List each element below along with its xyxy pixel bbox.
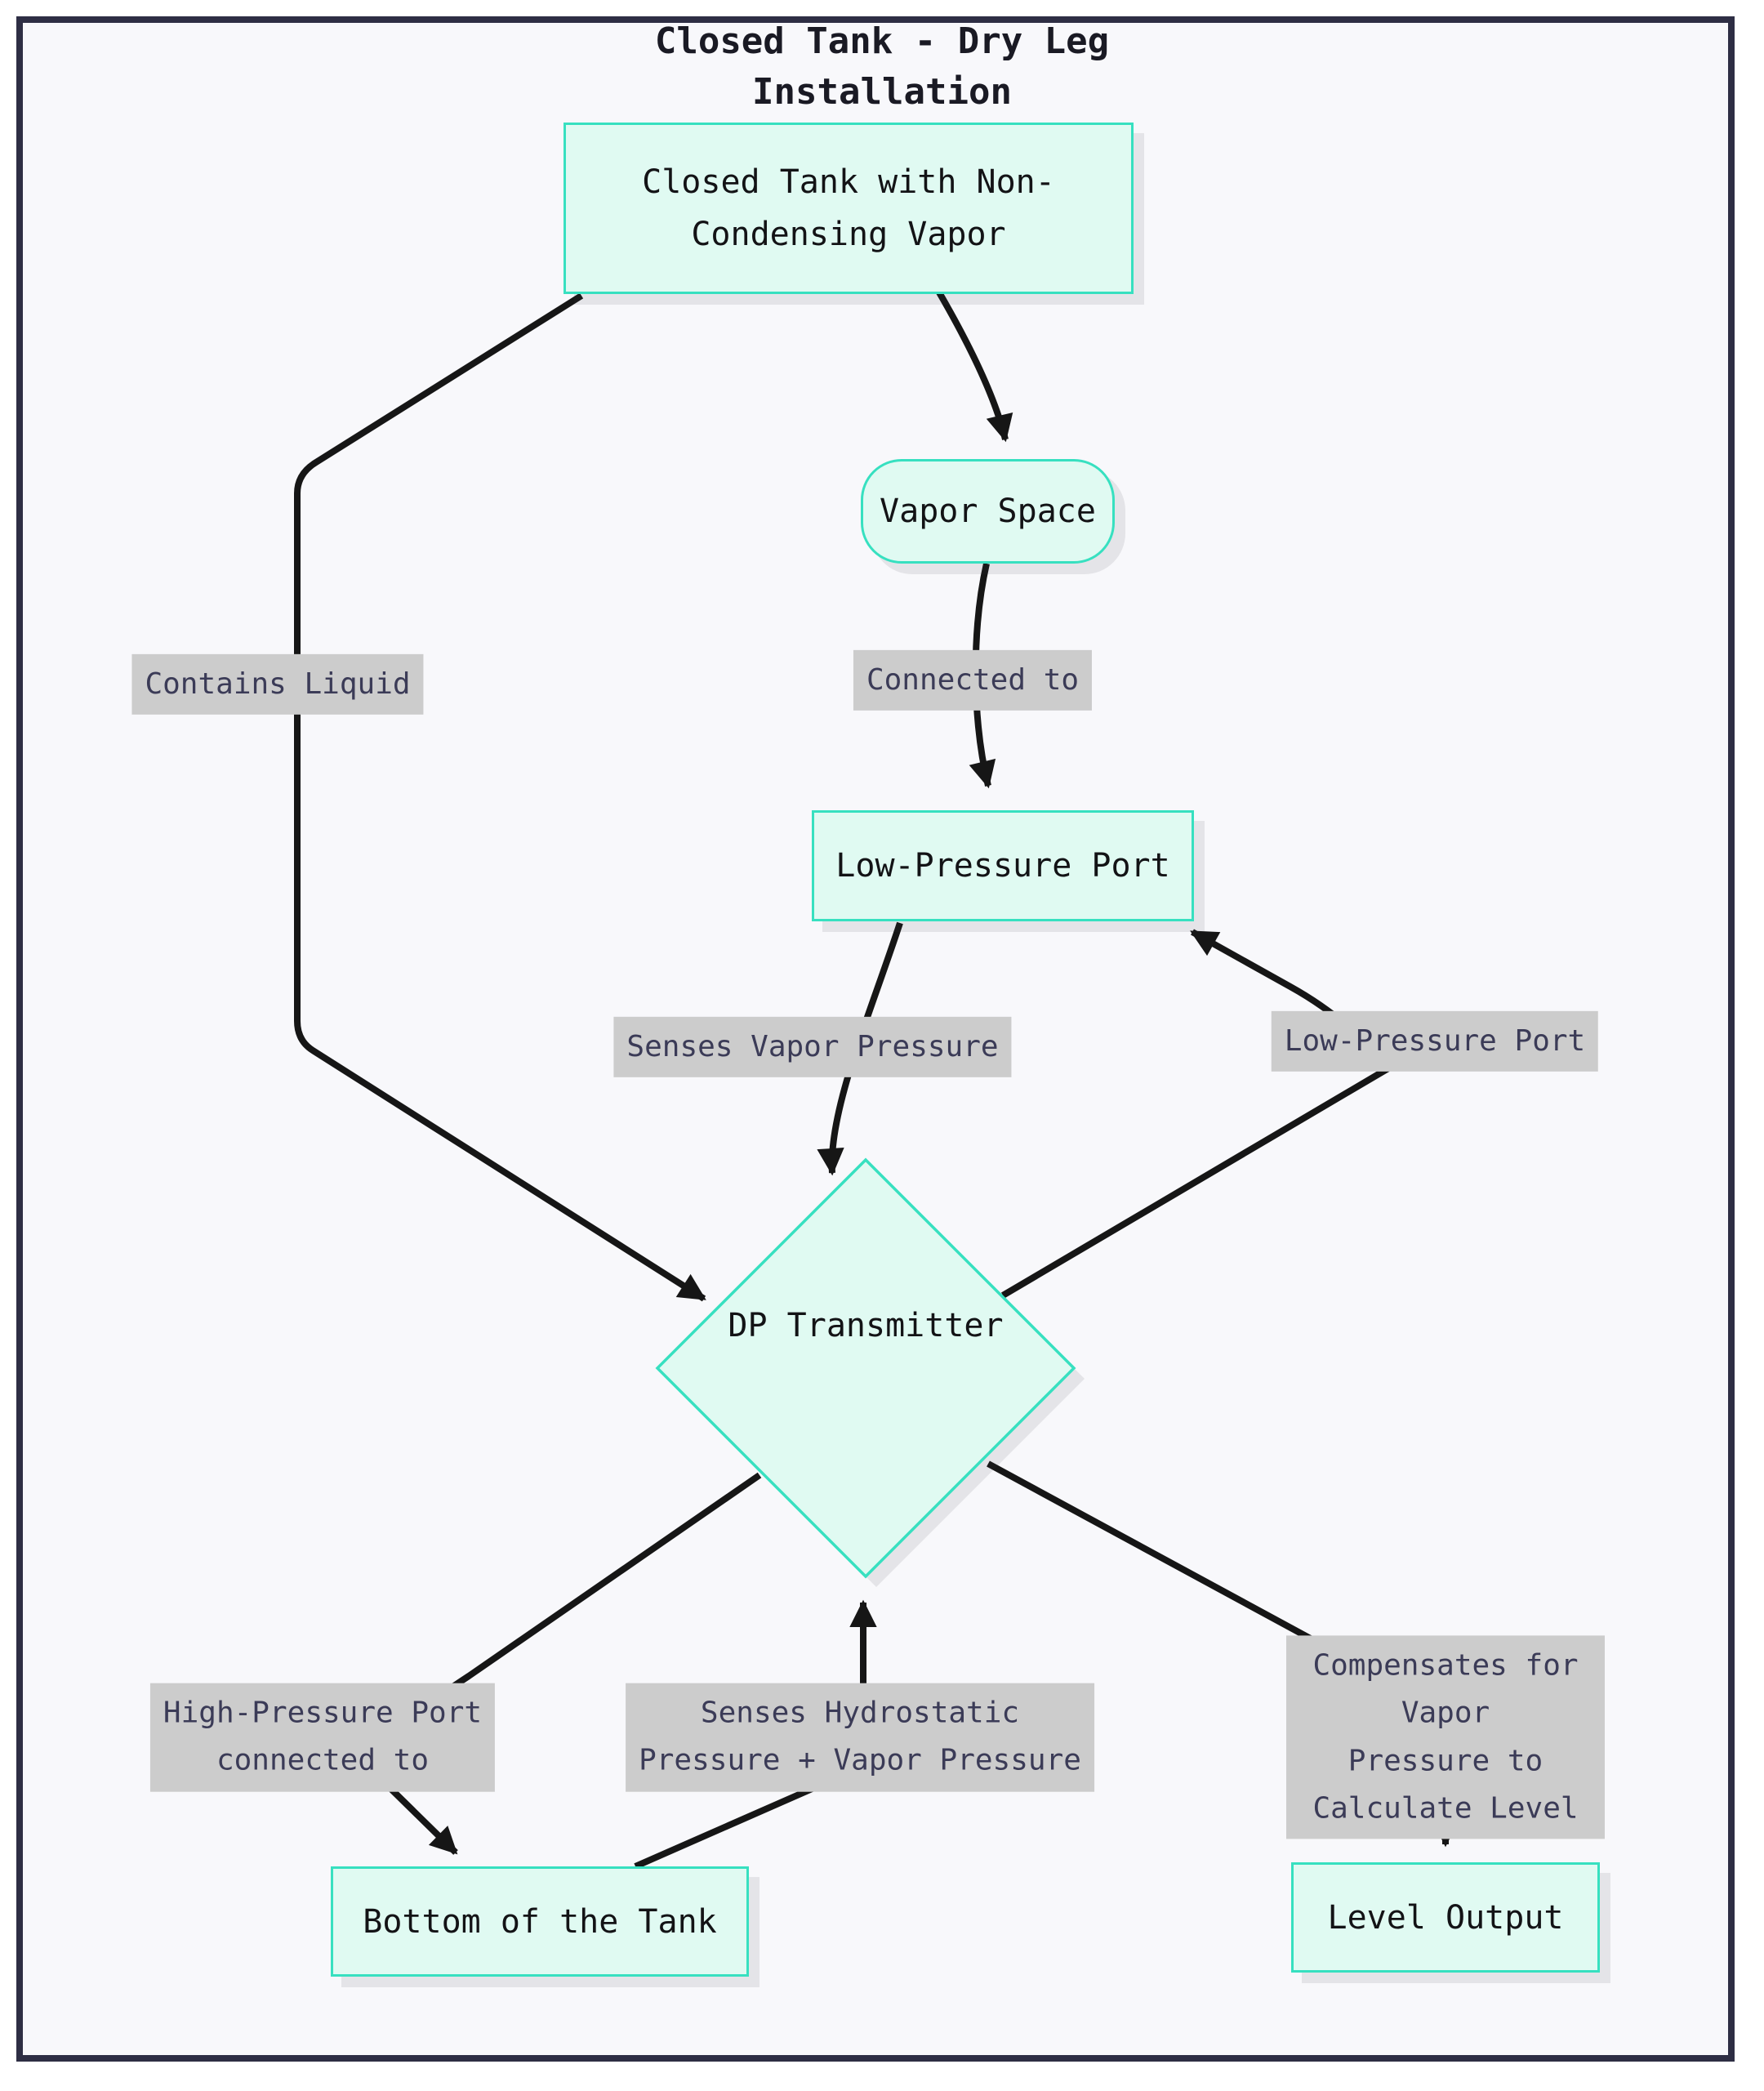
node-vapor-space: Vapor Space — [861, 459, 1115, 564]
edge-tank-to-vapor-space — [936, 290, 1013, 443]
edge-label-compensates: Compensates for Vapor Pressure to Calcul… — [1286, 1635, 1605, 1839]
edge-label-connected-to: Connected to — [853, 649, 1093, 711]
edge-label-high-pressure-port: High-Pressure Port connected to — [149, 1683, 496, 1792]
diagram-title: Closed Tank - Dry Leg Installation — [654, 20, 1110, 113]
node-level-output: Level Output — [1291, 1862, 1600, 1973]
edge-label-senses-hydrostatic: Senses Hydrostatic Pressure + Vapor Pres… — [626, 1683, 1094, 1792]
edge-label-senses-vapor-pressure: Senses Vapor Pressure — [613, 1016, 1012, 1078]
edge-dp-to-bottom-tank-high-pressure — [364, 1472, 762, 1855]
edge-dp-to-low-pressure-port-label — [1000, 929, 1392, 1299]
node-bottom-of-tank: Bottom of the Tank — [331, 1866, 749, 1977]
edge-label-low-pressure-port: Low-Pressure Port — [1271, 1010, 1599, 1072]
node-dp-transmitter-label: DP Transmitter — [728, 1307, 1004, 1344]
node-low-pressure-port: Low-Pressure Port — [812, 810, 1194, 921]
node-closed-tank: Closed Tank with Non- Condensing Vapor — [564, 123, 1134, 294]
edge-tank-to-dp-contains-liquid — [294, 292, 706, 1302]
edge-label-contains-liquid: Contains Liquid — [131, 653, 424, 716]
node-dp-transmitter-shape — [655, 1157, 1085, 1587]
